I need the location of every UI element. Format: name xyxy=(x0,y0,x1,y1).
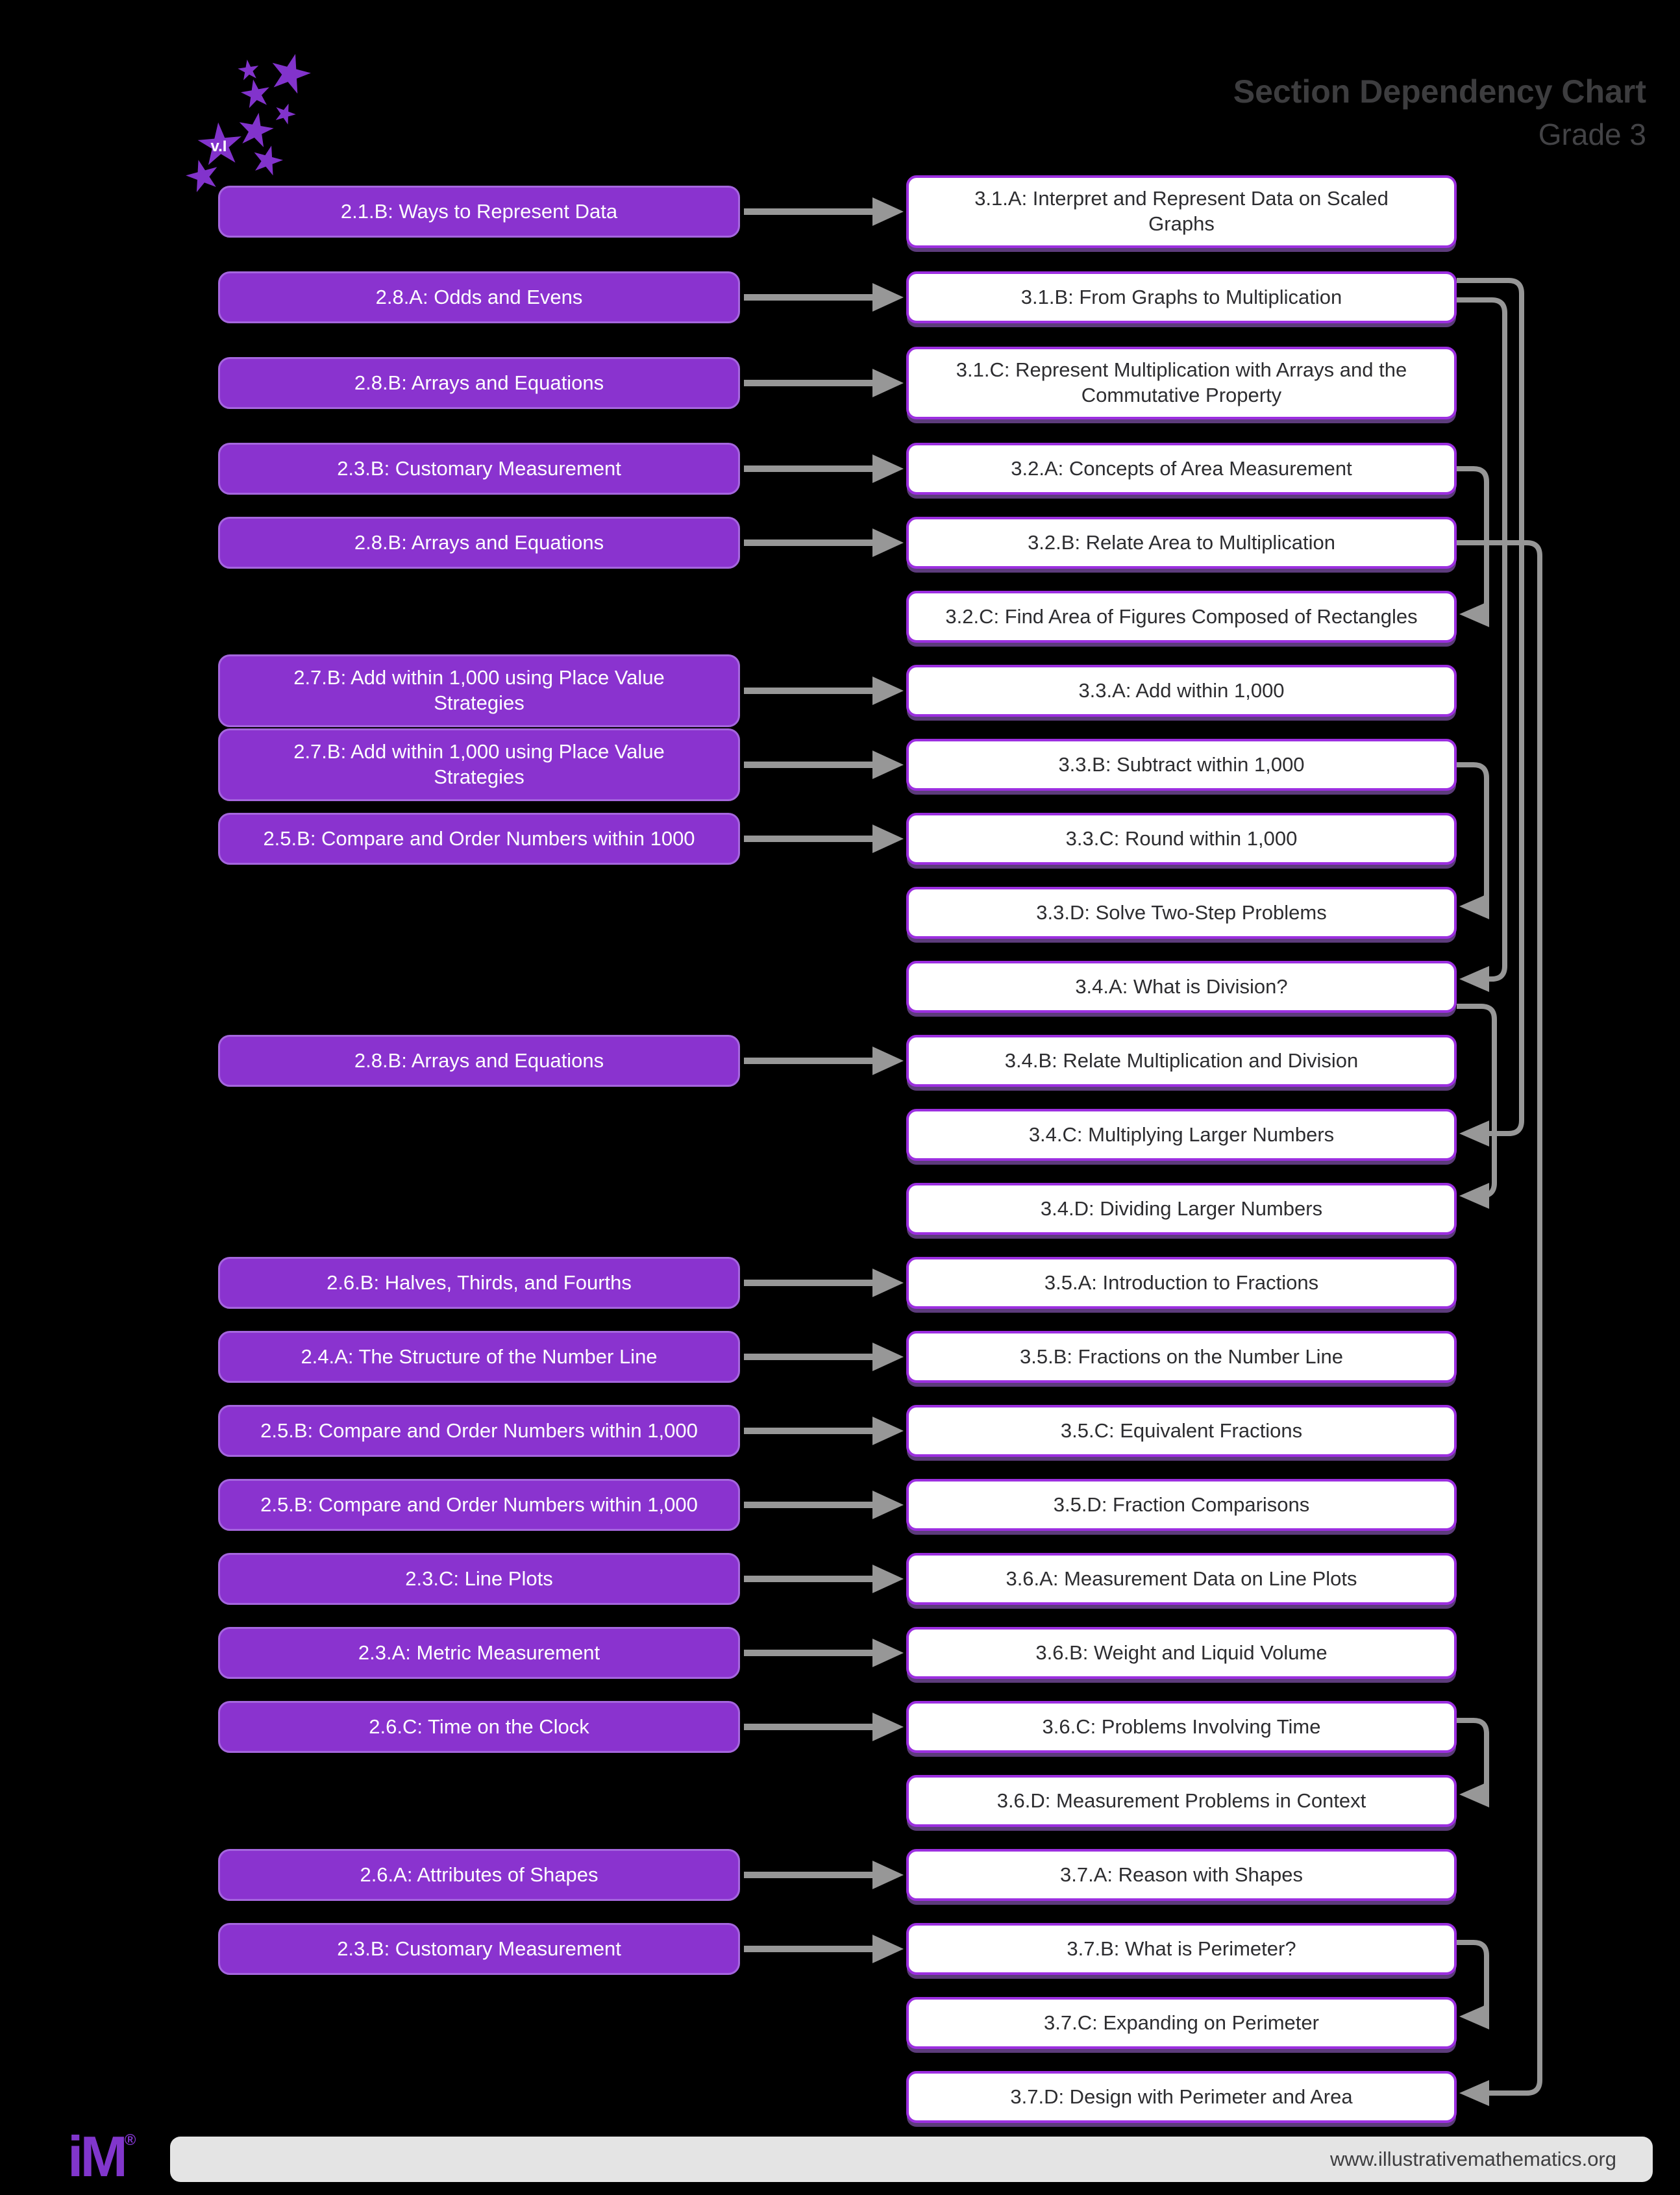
grade3-section-box: 3.5.A: Introduction to Fractions xyxy=(906,1257,1457,1309)
grade2-section-box: 2.6.C: Time on the Clock xyxy=(218,1701,740,1753)
arrowhead-icon xyxy=(872,825,904,853)
grade3-section-box: 3.6.C: Problems Involving Time xyxy=(906,1701,1457,1753)
grade3-section-box: 3.7.D: Design with Perimeter and Area xyxy=(906,2071,1457,2123)
grade2-section-box: 2.7.B: Add within 1,000 using Place Valu… xyxy=(218,728,740,801)
arrowhead-icon xyxy=(872,1639,904,1667)
arrowhead-icon xyxy=(1459,2003,1489,2029)
arrowhead-icon xyxy=(872,197,904,226)
grade3-section-box: 3.4.C: Multiplying Larger Numbers xyxy=(906,1109,1457,1161)
arrowhead-icon xyxy=(1459,966,1489,992)
grade3-section-box: 3.7.A: Reason with Shapes xyxy=(906,1849,1457,1901)
page-subtitle: Grade 3 xyxy=(1538,118,1646,151)
arrowhead-icon xyxy=(872,750,904,779)
arrowhead-icon xyxy=(1459,2080,1489,2106)
grade2-section-box: 2.3.C: Line Plots xyxy=(218,1553,740,1605)
grade3-section-box: 3.5.B: Fractions on the Number Line xyxy=(906,1331,1457,1383)
arrowhead-icon xyxy=(872,1861,904,1889)
grade3-section-box: 3.3.D: Solve Two-Step Problems xyxy=(906,887,1457,939)
grade2-section-box: 2.4.A: The Structure of the Number Line xyxy=(218,1331,740,1383)
arrowhead-icon xyxy=(872,369,904,397)
grade3-section-box: 3.6.D: Measurement Problems in Context xyxy=(906,1775,1457,1827)
grade3-section-box: 3.4.A: What is Division? xyxy=(906,961,1457,1013)
grade2-section-box: 2.3.A: Metric Measurement xyxy=(218,1627,740,1679)
grade3-section-box: 3.2.C: Find Area of Figures Composed of … xyxy=(906,591,1457,643)
arrowhead-icon xyxy=(872,1565,904,1593)
arrowhead-icon xyxy=(872,676,904,705)
grade3-section-box: 3.6.A: Measurement Data on Line Plots xyxy=(906,1553,1457,1605)
grade3-section-box: 3.1.A: Interpret and Represent Data on S… xyxy=(906,175,1457,248)
dependency-connector xyxy=(1457,762,1489,909)
grade3-section-box: 3.2.B: Relate Area to Multiplication xyxy=(906,517,1457,569)
dependency-connector xyxy=(1457,1004,1497,1198)
grade3-section-box: 3.3.C: Round within 1,000 xyxy=(906,813,1457,865)
grade3-section-box: 3.4.B: Relate Multiplication and Divisio… xyxy=(906,1035,1457,1087)
dependency-connector xyxy=(1457,1718,1489,1797)
footer-bar: www.illustrativemathematics.org xyxy=(170,2137,1653,2182)
grade3-section-box: 3.7.B: What is Perimeter? xyxy=(906,1923,1457,1975)
grade2-section-box: 2.6.B: Halves, Thirds, and Fourths xyxy=(218,1257,740,1309)
dependency-connector xyxy=(1457,540,1542,2096)
grade2-section-box: 2.8.B: Arrays and Equations xyxy=(218,517,740,569)
grade3-section-box: 3.2.A: Concepts of Area Measurement xyxy=(906,443,1457,495)
arrowhead-icon xyxy=(1459,893,1489,919)
arrowhead-icon xyxy=(872,1713,904,1741)
arrowhead-icon xyxy=(872,1343,904,1371)
grade3-section-box: 3.1.B: From Graphs to Multiplication xyxy=(906,271,1457,323)
grade3-section-box: 3.3.A: Add within 1,000 xyxy=(906,665,1457,717)
arrowhead-icon xyxy=(1459,1183,1489,1209)
grade3-section-box: 3.1.C: Represent Multiplication with Arr… xyxy=(906,347,1457,419)
arrowhead-icon xyxy=(872,528,904,557)
grade2-section-box: 2.3.B: Customary Measurement xyxy=(218,1923,740,1975)
im-logo-text: iM xyxy=(68,2124,128,2189)
grade2-section-box: 2.8.B: Arrays and Equations xyxy=(218,1035,740,1087)
grade3-section-box: 3.5.D: Fraction Comparisons xyxy=(906,1479,1457,1531)
grade3-section-box: 3.5.C: Equivalent Fractions xyxy=(906,1405,1457,1457)
grade3-section-box: 3.6.B: Weight and Liquid Volume xyxy=(906,1627,1457,1679)
grade2-section-box: 2.5.B: Compare and Order Numbers within … xyxy=(218,1405,740,1457)
arrowhead-icon xyxy=(1459,1781,1489,1807)
registered-mark: ® xyxy=(124,2131,136,2149)
dependency-connector xyxy=(1457,278,1524,1136)
grade2-section-box: 2.3.B: Customary Measurement xyxy=(218,443,740,495)
grade3-section-box: 3.7.C: Expanding on Perimeter xyxy=(906,1997,1457,2049)
dependency-connector xyxy=(1457,297,1507,982)
arrowhead-icon xyxy=(872,1935,904,1963)
grade2-section-box: 2.8.B: Arrays and Equations xyxy=(218,357,740,409)
arrowhead-icon xyxy=(872,1269,904,1297)
page-header: Section Dependency Chart Grade 3 xyxy=(1233,73,1646,152)
im-logo: iM® xyxy=(68,2128,136,2185)
grade3-section-box: 3.3.B: Subtract within 1,000 xyxy=(906,739,1457,791)
footer-url-link[interactable]: www.illustrativemathematics.org xyxy=(1329,2148,1616,2170)
grade3-section-box: 3.4.D: Dividing Larger Numbers xyxy=(906,1183,1457,1235)
grade2-section-box: 2.8.A: Odds and Evens xyxy=(218,271,740,323)
grade2-section-box: 2.5.B: Compare and Order Numbers within … xyxy=(218,813,740,865)
arrowhead-icon xyxy=(872,454,904,483)
arrowhead-icon xyxy=(1459,1121,1489,1147)
arrowhead-icon xyxy=(872,1047,904,1075)
dependency-connector xyxy=(1457,1940,1489,2019)
arrowhead-icon xyxy=(872,1491,904,1519)
arrowhead-icon xyxy=(872,1417,904,1445)
page-title: Section Dependency Chart xyxy=(1233,73,1646,110)
grade2-section-box: 2.6.A: Attributes of Shapes xyxy=(218,1849,740,1901)
grade2-section-box: 2.5.B: Compare and Order Numbers within … xyxy=(218,1479,740,1531)
arrowhead-icon xyxy=(1459,601,1489,627)
arrowhead-icon xyxy=(872,283,904,312)
grade2-section-box: 2.7.B: Add within 1,000 using Place Valu… xyxy=(218,654,740,727)
version-label: v.I xyxy=(210,138,227,155)
grade2-section-box: 2.1.B: Ways to Represent Data xyxy=(218,186,740,238)
